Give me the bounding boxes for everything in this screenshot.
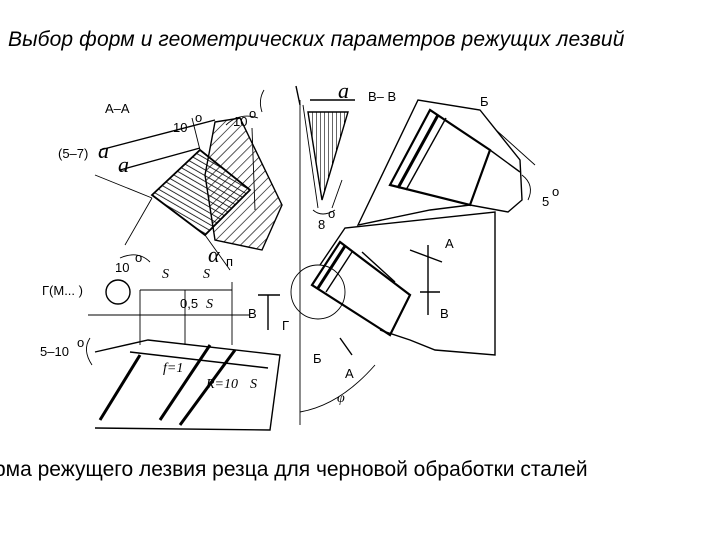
section-bb-view: a В– В 8 о <box>259 78 396 232</box>
view-g: Г <box>282 318 289 333</box>
angle-5: 5 <box>542 194 549 209</box>
alpha-n-subscript: п <box>226 254 233 269</box>
section-b-view: Б 5 о <box>356 94 559 226</box>
angle-10-top-a: 10 <box>173 120 187 135</box>
s-label-2: S <box>203 267 210 282</box>
angle-10-bottom: 10 <box>115 260 129 275</box>
view-b-right: В <box>440 306 449 321</box>
tool-main-view: А В В Г Б А φ <box>248 100 496 425</box>
detail-circle-g <box>290 264 346 320</box>
degree-mark-c: о <box>135 250 142 265</box>
tool-insert <box>310 240 412 337</box>
degree-mark-8: о <box>328 206 335 221</box>
section-aa-label: А–А <box>105 101 130 116</box>
section-b-body <box>356 99 523 226</box>
s-label-4: S <box>250 377 257 392</box>
gamma-m-label: Г(М... ) <box>42 283 83 298</box>
section-aa-view: А–А 10 о 10 о (5–7) a a 10 о S S α п <box>58 101 283 282</box>
degree-mark-5: о <box>552 184 559 199</box>
s-label-3: S <box>206 297 213 312</box>
section-b-tip <box>388 108 492 207</box>
s-label-1: S <box>162 267 169 282</box>
a-range-label: (5–7) <box>58 146 88 161</box>
detail-g-circle <box>105 279 131 305</box>
degree-mark-a: о <box>195 110 202 125</box>
half-s-value: 0,5 <box>180 296 198 311</box>
a-symbol-left: a <box>98 138 109 163</box>
tool-body-outline <box>319 211 496 356</box>
angle-5-10: 5–10 <box>40 344 69 359</box>
section-bb-wedge <box>307 111 349 201</box>
alpha-n-symbol: α <box>208 242 220 267</box>
slide-title: Выбор форм и геометрических параметров р… <box>8 28 625 51</box>
view-b-left: В <box>248 306 257 321</box>
a-symbol-inner: a <box>118 152 129 177</box>
section-bb-label: В– В <box>368 89 396 104</box>
radius-label: R=10 <box>205 377 238 392</box>
phi-symbol: φ <box>337 391 345 406</box>
detail-g-view: Г(М... ) 0,5 S 5–10 о f=1 R=10 S <box>40 279 281 431</box>
view-a-top: А <box>445 236 454 251</box>
slide-caption: рма режущего лезвия резца для черновой о… <box>0 458 588 481</box>
view-a-bottom: А <box>345 366 354 381</box>
view-b-bottom: Б <box>313 351 322 366</box>
section-b-label: Б <box>480 94 489 109</box>
a-symbol-bb: a <box>338 78 349 103</box>
degree-mark-5-10: о <box>77 335 84 350</box>
angle-8: 8 <box>318 217 325 232</box>
f-eq-label: f=1 <box>163 361 183 376</box>
section-aa-insert <box>150 148 252 237</box>
angle-10-top-b: 10 <box>233 114 247 129</box>
detail-g-body <box>94 339 281 431</box>
degree-mark-b: о <box>249 106 256 121</box>
